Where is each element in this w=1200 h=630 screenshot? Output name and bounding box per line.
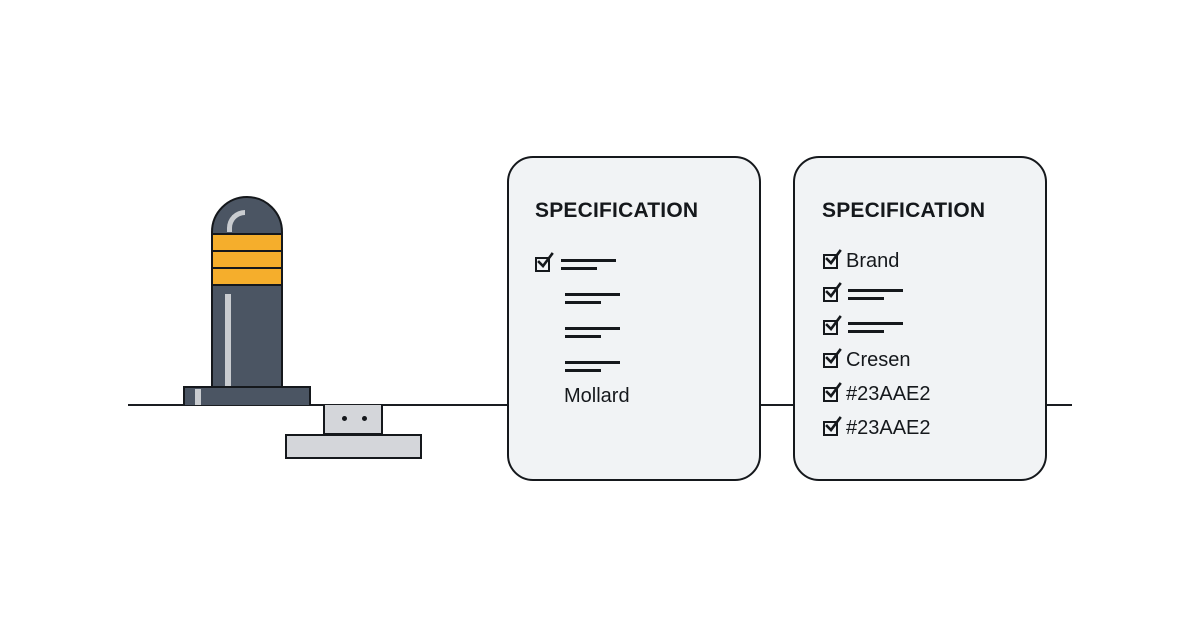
spec-row — [823, 314, 904, 339]
bollard-reflective-stripe — [213, 267, 281, 286]
checkbox-checked-icon[interactable] — [535, 251, 554, 272]
checkbox-checked-icon[interactable] — [823, 381, 842, 402]
text-placeholder-lines — [565, 359, 621, 373]
spec-row — [823, 281, 904, 306]
spec-row — [565, 320, 621, 344]
anchor-block — [323, 405, 383, 435]
bollard-base-plate — [183, 386, 311, 405]
text-placeholder-lines — [565, 325, 621, 339]
base-plate-highlight — [195, 389, 201, 405]
spec-row — [535, 251, 617, 276]
spec-value-text: Cresen — [846, 349, 911, 371]
bollard-body-highlight — [225, 294, 231, 387]
spec-row: #23AAE2 — [823, 381, 931, 406]
bollard-post — [211, 196, 283, 389]
spec-row: Brand — [823, 248, 900, 273]
spec-row: Mollard — [556, 384, 630, 408]
concrete-footing — [285, 434, 422, 459]
spec-value-text: Mollard — [564, 385, 630, 407]
specification-card-draft: SPECIFICATION Mollard — [507, 156, 761, 481]
text-placeholder-lines — [848, 320, 904, 334]
checkbox-checked-icon[interactable] — [823, 248, 842, 269]
card-title: SPECIFICATION — [535, 199, 699, 222]
checkbox-checked-icon[interactable] — [823, 281, 842, 302]
text-placeholder-lines — [848, 287, 904, 301]
checkbox-checked-icon[interactable] — [823, 347, 842, 368]
checkbox-checked-icon[interactable] — [823, 314, 842, 335]
specification-card-complete: SPECIFICATION Brand Cresen #23AAE2 #23 — [793, 156, 1047, 481]
bollard-dome-highlight — [227, 210, 245, 232]
spec-value-text: #23AAE2 — [846, 417, 931, 439]
checkbox-checked-icon[interactable] — [823, 415, 842, 436]
text-placeholder-lines — [561, 257, 617, 271]
spec-row — [565, 286, 621, 310]
spec-row: #23AAE2 — [823, 415, 931, 440]
anchor-bolt-icon — [342, 416, 347, 421]
card-title: SPECIFICATION — [822, 199, 986, 222]
anchor-bolt-icon — [362, 416, 367, 421]
spec-row: Cresen — [823, 347, 911, 372]
spec-value-text: #23AAE2 — [846, 383, 931, 405]
spec-value-text: Brand — [846, 250, 900, 272]
text-placeholder-lines — [565, 291, 621, 305]
spec-row — [565, 354, 621, 378]
